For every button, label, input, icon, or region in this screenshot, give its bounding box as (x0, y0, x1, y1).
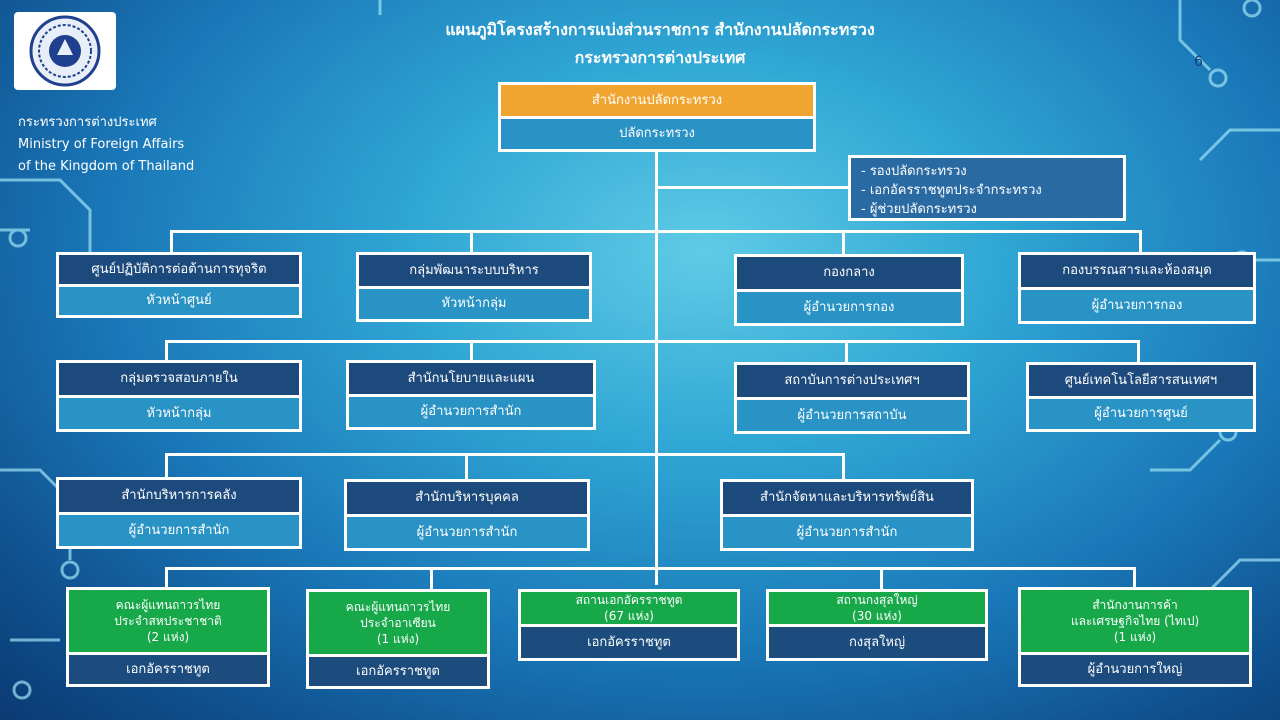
org-box: สำนักบริหารการคลัง ผู้อำนวยการสำนัก (56, 477, 302, 549)
org-head: เอกอัครราชทูต (587, 635, 671, 650)
org-unit: กองบรรณสารและห้องสมุด (1062, 263, 1212, 279)
org-box: คณะผู้แทนถาวรไทย ประจำสหประชาชาติ (2 แห่… (66, 587, 270, 687)
connector-row2-drop (1137, 340, 1140, 362)
connector-row3-drop (465, 453, 468, 479)
connector-row1-drop (842, 230, 845, 254)
connector-trunk (655, 150, 658, 585)
org-head: ผู้อำนวยการสำนัก (416, 524, 518, 540)
connector-row4-drop (430, 567, 433, 589)
org-box: สำนักจัดหาและบริหารทรัพย์สิน ผู้อำนวยการ… (720, 479, 974, 551)
org-head: ผู้อำนวยการกอง (803, 299, 895, 315)
org-box: ศูนย์ปฏิบัติการต่อต้านการทุจริต หัวหน้าศ… (56, 252, 302, 318)
root-head: ปลัดกระทรวง (619, 126, 695, 142)
org-box: สถานเอกอัครราชทูต (67 แห่ง) เอกอัครราชทู… (518, 589, 740, 661)
connector-row3-bar (165, 453, 845, 456)
org-unit: สำนักบริหารการคลัง (121, 488, 237, 504)
org-box: สำนักนโยบายและแผน ผู้อำนวยการสำนัก (346, 360, 596, 430)
ministry-seal-logo (14, 12, 116, 90)
org-head: ผู้อำนวยการสถาบัน (797, 407, 907, 423)
org-head: เอกอัครราชทูต (126, 662, 210, 677)
root-unit: สำนักงานปลัดกระทรวง (591, 92, 723, 108)
org-head: ผู้อำนวยการสำนัก (796, 524, 898, 540)
connector-row2-drop (470, 340, 473, 360)
org-box: สถานกงสุลใหญ่ (30 แห่ง) กงสุลใหญ่ (766, 589, 988, 661)
org-unit: กองกลาง (823, 265, 875, 281)
org-box: ศูนย์เทคโนโลยีสารสนเทศฯ ผู้อำนวยการศูนย์ (1026, 362, 1256, 432)
org-unit: สถานกงสุลใหญ่ (30 แห่ง) (836, 593, 918, 623)
org-head: กงสุลใหญ่ (848, 635, 906, 650)
org-head: ผู้อำนวยการสำนัก (128, 522, 230, 538)
connector-row1-bar (170, 230, 1142, 233)
connector-row3-drop (165, 453, 168, 477)
connector-row1-drop (470, 230, 473, 252)
deputy-item: - ผู้ช่วยปลัดกระทรวง (861, 202, 977, 217)
connector-deputies (655, 186, 848, 189)
ministry-name-en-2: of the Kingdom of Thailand (18, 159, 195, 174)
connector-row4-drop (880, 567, 883, 589)
org-unit: คณะผู้แทนถาวรไทย ประจำอาเซียน (1 แห่ง) (345, 600, 451, 646)
org-box: กลุ่มตรวจสอบภายใน หัวหน้ากลุ่ม (56, 360, 302, 432)
org-unit: สำนักจัดหาและบริหารทรัพย์สิน (760, 490, 934, 506)
org-head: หัวหน้ากลุ่ม (441, 296, 507, 312)
page-number: 6 (1194, 54, 1203, 70)
org-box: กองบรรณสารและห้องสมุด ผู้อำนวยการกอง (1018, 252, 1256, 324)
root-office-box: สำนักงานปลัดกระทรวง ปลัดกระทรวง (498, 82, 816, 152)
org-box: กองกลาง ผู้อำนวยการกอง (734, 254, 964, 326)
org-unit: สถาบันการต่างประเทศฯ (784, 373, 920, 389)
connector-row1-drop (1139, 230, 1142, 252)
connector-row4-bar (165, 567, 1135, 570)
connector-row4-drop (165, 567, 168, 587)
org-unit: ศูนย์ปฏิบัติการต่อต้านการทุจริต (91, 261, 267, 277)
deputy-item: - รองปลัดกระทรวง (861, 164, 967, 179)
org-unit: กลุ่มพัฒนาระบบบริหาร (409, 262, 539, 278)
org-unit: สถานเอกอัครราชทูต (67 แห่ง) (575, 593, 683, 623)
connector-row1-drop (170, 230, 173, 252)
org-head: ผู้อำนวยการศูนย์ (1094, 406, 1188, 422)
org-unit: สำนักบริหารบุคคล (415, 490, 519, 506)
connector-row2-drop (845, 340, 848, 362)
ministry-name-block: กระทรวงการต่างประเทศ Ministry of Foreign… (18, 112, 194, 178)
deputy-item: - เอกอัครราชทูตประจำกระทรวง (861, 183, 1042, 198)
connector-row2-drop (165, 340, 168, 360)
org-unit: คณะผู้แทนถาวรไทย ประจำสหประชาชาติ (2 แห่… (114, 598, 222, 644)
org-head: หัวหน้ากลุ่ม (146, 405, 212, 421)
connector-row2-bar (165, 340, 1140, 343)
org-head: หัวหน้าศูนย์ (146, 293, 212, 309)
seal-icon (29, 15, 101, 87)
org-head: ผู้อำนวยการใหญ่ (1087, 662, 1183, 677)
org-box: สถาบันการต่างประเทศฯ ผู้อำนวยการสถาบัน (734, 362, 970, 434)
chart-title: แผนภูมิโครงสร้างการแบ่งส่วนราชการ สำนักง… (445, 20, 875, 39)
org-head: ผู้อำนวยการสำนัก (420, 404, 522, 420)
org-unit: สำนักนโยบายและแผน (407, 370, 535, 386)
org-head: เอกอัครราชทูต (356, 664, 440, 679)
deputies-box: - รองปลัดกระทรวง - เอกอัครราชทูตประจำกระ… (848, 155, 1126, 221)
org-box: คณะผู้แทนถาวรไทย ประจำอาเซียน (1 แห่ง) เ… (306, 589, 490, 689)
org-unit: ศูนย์เทคโนโลยีสารสนเทศฯ (1064, 372, 1218, 388)
org-head: ผู้อำนวยการกอง (1091, 297, 1183, 313)
chart-subtitle: กระทรวงการต่างประเทศ (574, 48, 746, 67)
ministry-name-en-1: Ministry of Foreign Affairs (18, 137, 185, 152)
org-box: สำนักบริหารบุคคล ผู้อำนวยการสำนัก (344, 479, 590, 551)
org-box: สำนักงานการค้า และเศรษฐกิจไทย (ไทเป) (1 … (1018, 587, 1252, 687)
connector-row4-drop (1133, 567, 1136, 587)
org-box: กลุ่มพัฒนาระบบบริหาร หัวหน้ากลุ่ม (356, 252, 592, 322)
ministry-name-thai: กระทรวงการต่างประเทศ (18, 115, 157, 130)
org-unit: กลุ่มตรวจสอบภายใน (120, 371, 238, 387)
connector-row3-drop (842, 453, 845, 479)
org-unit: สำนักงานการค้า และเศรษฐกิจไทย (ไทเป) (1 … (1070, 598, 1200, 644)
